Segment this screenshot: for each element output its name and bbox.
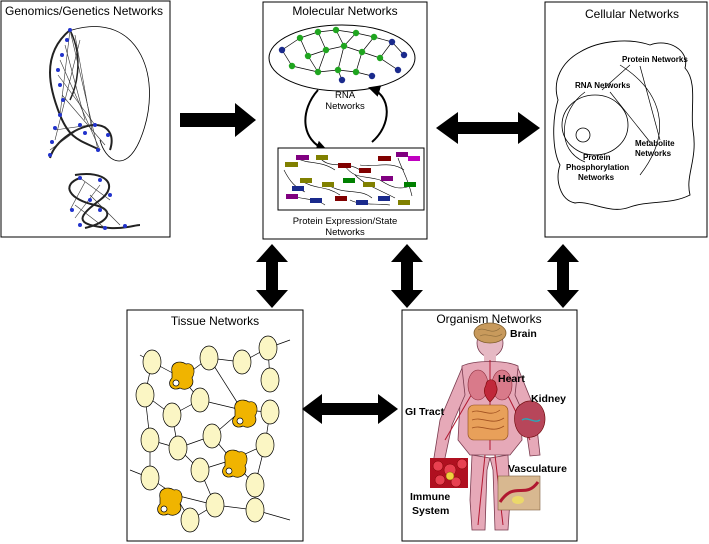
rna-to-protein-arrow: [304, 89, 328, 152]
protein-networks-label: Protein Networks: [622, 55, 688, 64]
cellular-panel: Cellular Networks Protein Networks RNA N…: [544, 1, 708, 238]
nucleus: [561, 94, 629, 156]
arrow-genomics-to-molecular: [180, 103, 256, 137]
vasculature-icon: [497, 475, 541, 511]
heart-label: Heart: [498, 373, 525, 385]
arrow-cellular-organism: [547, 244, 579, 308]
arrow-molecular-tissue: [256, 244, 288, 308]
protein-to-rna-arrow: [368, 85, 388, 143]
genomics-title: Genomics/Genetics Networks: [5, 4, 163, 18]
molecule-network: [268, 24, 416, 92]
rna-networks-label: RNA Networks: [575, 81, 631, 90]
organism-title: Organism Networks: [436, 312, 541, 326]
rna-label-2: Networks: [325, 101, 365, 112]
protein-expression-network: [277, 147, 425, 211]
metabolite-label-1: Metabolite: [635, 139, 675, 148]
kidney-label: Kidney: [531, 393, 566, 405]
human-body-figure: [430, 322, 546, 531]
arrow-molecular-organism: [391, 244, 423, 308]
phospho-label-1: Protein: [583, 153, 611, 162]
arrow-tissue-organism: [302, 394, 398, 424]
gi-tract-label: GI Tract: [405, 406, 445, 418]
tissue-panel: Tissue Networks: [126, 309, 304, 542]
genomics-panel: Genomics/Genetics Networks: [0, 0, 171, 238]
arrow-molecular-cellular: [436, 112, 540, 144]
phospho-label-2: Phosphorylation: [566, 163, 629, 172]
nucleolus: [575, 127, 591, 143]
immune-label-1: Immune: [410, 491, 450, 503]
metabolite-label-2: Networks: [635, 149, 672, 158]
rna-label-1: RNA: [335, 90, 356, 101]
brain-label: Brain: [510, 328, 537, 340]
protein-label-1: Protein Expression/State: [293, 216, 398, 227]
immune-label-2: System: [412, 505, 449, 517]
tissue-title: Tissue Networks: [171, 314, 259, 328]
dna-network-icon: [48, 26, 150, 230]
organism-panel: Organism Networks: [401, 309, 578, 542]
cell-membrane: [553, 40, 695, 210]
vasculature-label: Vasculature: [508, 463, 567, 475]
heart-icon: [484, 379, 498, 403]
molecular-title: Molecular Networks: [292, 4, 397, 18]
cellular-title: Cellular Networks: [585, 7, 679, 21]
protein-label-2: Networks: [325, 227, 365, 238]
brain-icon: [473, 322, 507, 344]
phospho-label-3: Networks: [578, 173, 615, 182]
molecular-panel: Molecular Networks: [262, 1, 428, 240]
protein-rects: [285, 152, 420, 205]
gi-tract-icon: [467, 404, 509, 441]
tissue-cells: [135, 335, 280, 533]
